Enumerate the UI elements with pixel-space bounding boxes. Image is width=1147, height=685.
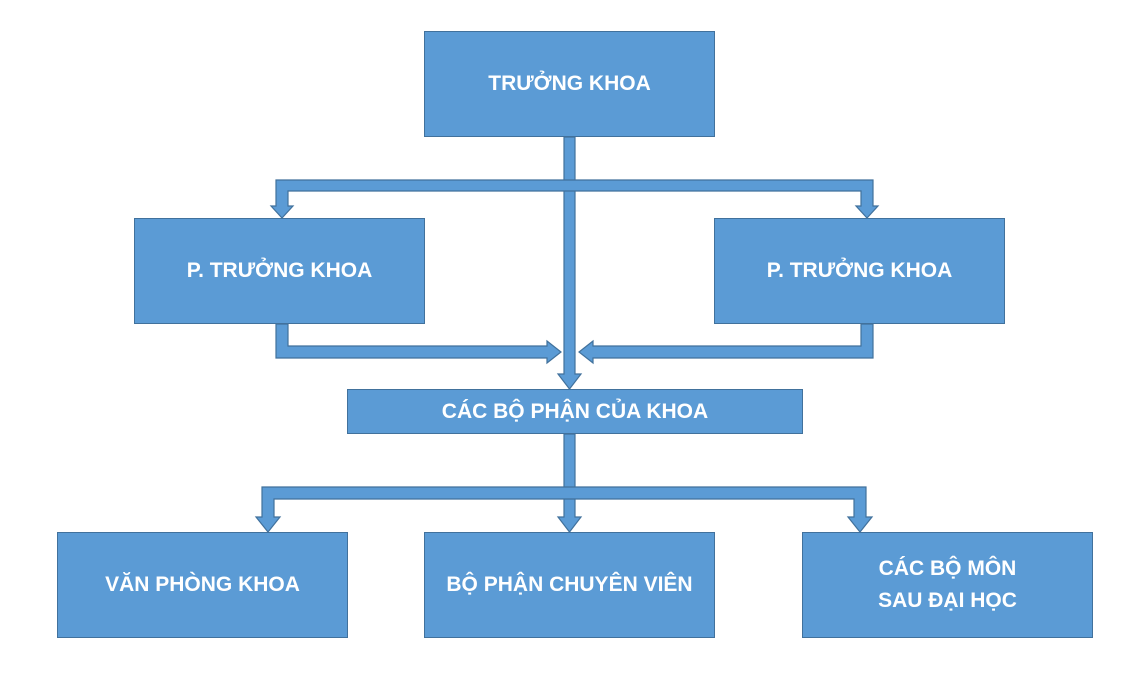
arrow-units-to-specialists (556, 433, 583, 533)
arrow-head-to-deputies (269, 179, 880, 219)
node-deputy-left: P. TRƯỞNG KHOA (134, 218, 425, 324)
node-specialists-label: BỘ PHẬN CHUYÊN VIÊN (446, 573, 693, 596)
node-departments-label-line2: SAU ĐẠI HỌC (878, 589, 1017, 612)
node-head-label: TRƯỞNG KHOA (488, 72, 651, 95)
node-head: TRƯỞNG KHOA (424, 31, 715, 137)
node-deputy-right-label: P. TRƯỞNG KHOA (766, 259, 953, 282)
arrow-deputy-right-to-units (578, 323, 874, 365)
arrow-units-to-branches (254, 486, 874, 533)
node-office: VĂN PHÒNG KHOA (57, 532, 348, 638)
node-units: CÁC BỘ PHẬN CỦA KHOA (347, 389, 803, 434)
node-departments: CÁC BỘ MÔN SAU ĐẠI HỌC (802, 532, 1093, 638)
node-deputy-left-label: P. TRƯỞNG KHOA (186, 259, 373, 282)
arrow-head-to-units (556, 136, 583, 390)
node-departments-label-line1: CÁC BỘ MÔN (878, 557, 1017, 580)
node-deputy-right: P. TRƯỞNG KHOA (714, 218, 1005, 324)
arrow-deputy-left-to-units (275, 323, 562, 365)
node-units-label: CÁC BỘ PHẬN CỦA KHOA (441, 399, 709, 423)
node-specialists: BỘ PHẬN CHUYÊN VIÊN (424, 532, 715, 638)
node-office-label: VĂN PHÒNG KHOA (105, 573, 300, 596)
